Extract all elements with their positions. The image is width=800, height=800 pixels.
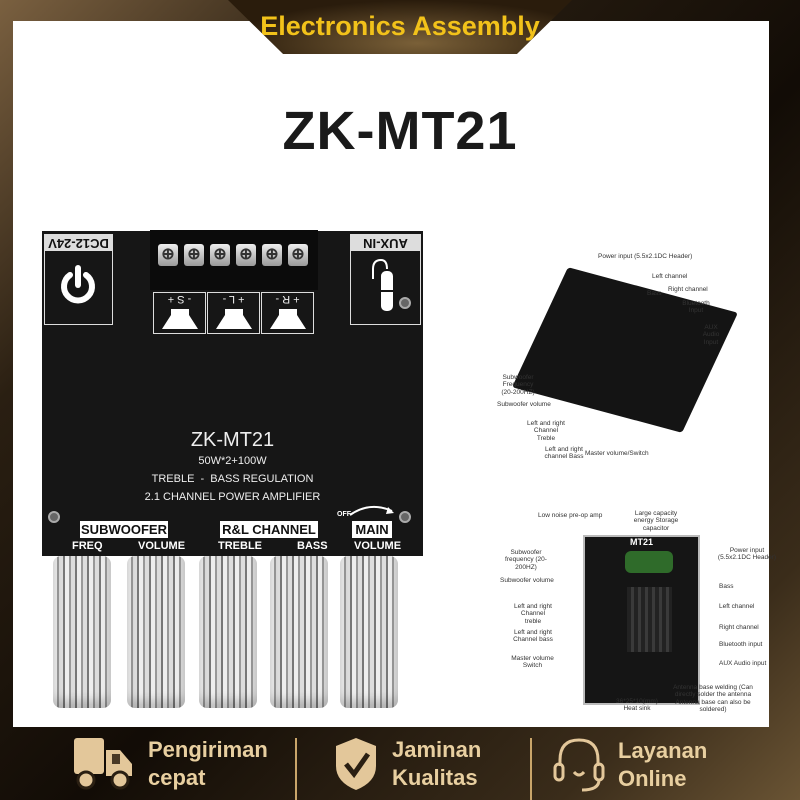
footer-item-shipping: Pengiriman cepat [72,736,268,792]
callout: Subwoofer volume [500,577,554,584]
screw-terminal: ⊕ [262,244,282,266]
screw-terminal: ⊕ [210,244,230,266]
banner-title: Electronics Assembly [260,10,540,41]
footer-line2: Online [618,766,687,791]
bass-knob[interactable] [270,556,328,708]
screw-icon [48,511,60,523]
footer-line1: Jaminan [392,737,482,762]
freq-label: FREQ [72,540,103,552]
callout: Subwoofer volume [497,401,551,408]
callout: Master volume/Switch [585,450,649,457]
sub-volume-knob[interactable] [127,556,185,708]
freq-knob[interactable] [53,556,111,708]
sub-volume-label: VOLUME [138,540,186,552]
speaker-left: + L - [207,292,260,334]
treble-label: TREBLE [218,540,262,552]
callout: Right channel [719,624,759,631]
amplifier-board: DC12-24V ⊕ ⊕ ⊕ ⊕ ⊕ ⊕ - S + + L - + R - A… [42,230,423,556]
treble-knob[interactable] [199,556,257,708]
subwoofer-label: SUBWOOFER [80,521,168,538]
callout: Left and right Channel Treble [527,420,565,442]
callout: Left channel [719,603,755,610]
callout: Master volume Switch [511,655,554,670]
pcb-label: MT21 [629,537,653,547]
main-volume-label: VOLUME [354,540,402,552]
callout: Bluetooth input [719,641,763,648]
callout: AUX Audio input [719,660,767,667]
board-power: 50W*2+100W [198,455,267,467]
footer-divider [530,738,532,800]
footer-line1: Layanan [618,738,708,763]
rl-channel-label: R&L CHANNEL [220,521,318,538]
product-title: ZK-MT21 [282,101,518,161]
callout: 36*25*10(mm) Heat sink [616,698,658,713]
callout: Left and right channel Bass [544,446,584,461]
callout: Bluetooth Input [682,300,710,315]
board-line1: TREBLE - BASS REGULATION [151,473,314,485]
callout: Bass [719,583,734,590]
callout: Low noise pre-op amp [538,512,603,519]
headset-icon [553,738,605,792]
capacitor [625,551,673,573]
main-volume-knob[interactable] [340,556,398,708]
aux-box: AUX-IN [350,234,421,325]
footer-line1: Pengiriman [148,737,268,762]
callout: Subwoofer frequency (20-200HZ) [505,549,547,571]
callout: Left and right Channel bass [513,629,553,644]
power-icon [61,265,95,304]
off-label: OFF [337,511,351,518]
truck-icon [74,738,132,790]
bass-label: BASS [297,540,328,552]
callout: Left channel [652,273,688,280]
pcb-top-view: MT21 [583,535,700,705]
screw-icon [399,297,411,309]
screw-icon [399,511,411,523]
callout: Large capacity energy Storage capacitor [633,510,679,532]
callout: Antenna base welding (Can directly solde… [673,684,753,714]
footer-line2: Kualitas [392,765,478,790]
screw-terminal: ⊕ [236,244,256,266]
terminal-block: ⊕ ⊕ ⊕ ⊕ ⊕ ⊕ [150,230,318,290]
callout: Power input (5.5x2.1DC Header) [598,253,693,260]
callout: Right channel [668,286,708,293]
speaker-sub: - S + [153,292,206,334]
callout: Bass [647,290,662,297]
speaker-icon [270,309,306,329]
callout: Power input (5.5x2.1DC Header) [717,547,777,562]
board-line2: 2.1 CHANNEL POWER AMPLIFIER [144,491,321,503]
footer-line2: cepat [148,765,206,790]
speaker-label: + L - [222,293,245,305]
power-label: DC12-24V [45,235,112,251]
volume-arrow-icon [349,505,394,516]
callout: Left and right Channel treble [514,603,552,625]
power-box: DC12-24V [44,234,113,325]
screw-terminal: ⊕ [158,244,178,266]
top-banner: Electronics Assembly [228,0,572,54]
callout: Subwoofer Frequency (20-200HZ) [501,374,535,396]
aux-label: AUX-IN [351,235,420,251]
speaker-icon [216,309,252,329]
screw-terminal: ⊕ [288,244,308,266]
footer-divider [295,738,297,800]
audio-jack-icon [372,258,393,311]
board-model: ZK-MT21 [190,429,275,451]
callout: AUX Audio Input [702,324,720,346]
speaker-label: + R - [275,293,300,305]
speaker-icon [162,309,198,329]
main-label: MAIN [352,521,392,538]
screw-terminal: ⊕ [184,244,204,266]
heat-sink [627,587,672,652]
shield-check-icon [336,738,376,790]
speaker-label: - S + [167,293,192,305]
speaker-right: + R - [261,292,314,334]
